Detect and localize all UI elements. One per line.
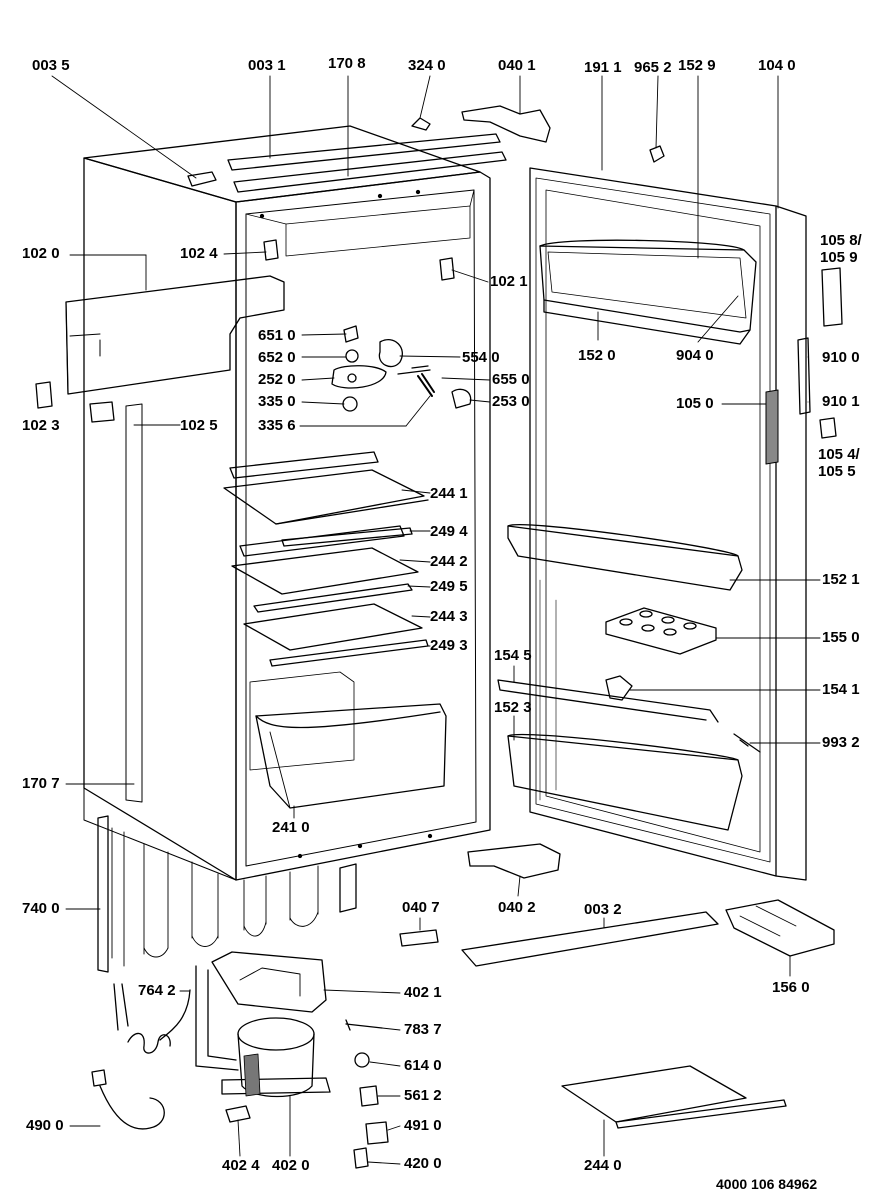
- door-balcony-152-1: [507, 524, 743, 591]
- part-label-105-8: 105 8/ 105 9: [820, 232, 862, 266]
- part-label-652-0: 652 0: [258, 349, 296, 366]
- thermostat-parts: [331, 325, 472, 412]
- part-label-170-7: 170 7: [22, 775, 60, 792]
- hinges: [399, 145, 843, 967]
- part-label-154-5: 154 5: [494, 647, 532, 664]
- part-label-249-5: 249 5: [430, 578, 468, 595]
- cover-102-0: [35, 239, 455, 423]
- part-label-335-0: 335 0: [258, 393, 296, 410]
- part-label-040-1: 040 1: [498, 57, 536, 74]
- part-label-402-1: 402 1: [404, 984, 442, 1001]
- part-label-003-5: 003 5: [32, 57, 70, 74]
- part-label-156-0: 156 0: [772, 979, 810, 996]
- part-label-105-4: 105 4/ 105 5: [818, 446, 860, 480]
- part-label-152-1: 152 1: [822, 571, 860, 588]
- part-label-105-0: 105 0: [676, 395, 714, 412]
- document-number: 4000 106 84962: [716, 1176, 818, 1192]
- cabinet: [83, 125, 491, 881]
- part-label-244-1: 244 1: [430, 485, 468, 502]
- part-label-155-0: 155 0: [822, 629, 860, 646]
- part-label-102-4: 102 4: [180, 245, 218, 262]
- part-label-561-2: 561 2: [404, 1087, 442, 1104]
- part-label-003-1: 003 1: [248, 57, 286, 74]
- part-label-764-2: 764 2: [138, 982, 176, 999]
- door-top-shelf: [539, 239, 757, 345]
- compressor-assembly: [91, 951, 389, 1169]
- part-label-102-0: 102 0: [22, 245, 60, 262]
- part-label-003-2: 003 2: [584, 901, 622, 918]
- part-label-040-7: 040 7: [402, 899, 440, 916]
- ice-tray: [725, 899, 835, 957]
- part-label-554-0: 554 0: [462, 349, 500, 366]
- part-label-491-0: 491 0: [404, 1117, 442, 1134]
- part-label-614-0: 614 0: [404, 1057, 442, 1074]
- part-label-910-0: 910 0: [822, 349, 860, 366]
- part-label-993-2: 993 2: [822, 734, 860, 751]
- part-label-740-0: 740 0: [22, 900, 60, 917]
- part-label-655-0: 655 0: [492, 371, 530, 388]
- part-label-249-4: 249 4: [430, 523, 468, 540]
- part-label-651-0: 651 0: [258, 327, 296, 344]
- part-label-490-0: 490 0: [26, 1117, 64, 1134]
- glass-shelves: [223, 451, 429, 667]
- part-label-244-3: 244 3: [430, 608, 468, 625]
- part-label-244-0: 244 0: [584, 1157, 622, 1174]
- crisper-drawer: [255, 703, 447, 809]
- part-label-191-1: 191 1: [584, 59, 622, 76]
- part-label-783-7: 783 7: [404, 1021, 442, 1038]
- bottom-glass: [561, 1065, 787, 1129]
- part-label-152-3: 152 3: [494, 699, 532, 716]
- part-label-102-5: 102 5: [180, 417, 218, 434]
- part-label-402-0: 402 0: [272, 1157, 310, 1174]
- part-label-152-0: 152 0: [578, 347, 616, 364]
- part-label-152-9: 152 9: [678, 57, 716, 74]
- part-label-904-0: 904 0: [676, 347, 714, 364]
- part-label-170-8: 170 8: [328, 55, 366, 72]
- leader-lines: [51, 75, 821, 1165]
- part-label-104-0: 104 0: [758, 57, 796, 74]
- egg-tray: [605, 607, 717, 655]
- part-label-241-0: 241 0: [272, 819, 310, 836]
- condenser: [97, 815, 357, 973]
- part-label-244-2: 244 2: [430, 553, 468, 570]
- part-label-910-1: 910 1: [822, 393, 860, 410]
- part-label-253-0: 253 0: [492, 393, 530, 410]
- part-label-420-0: 420 0: [404, 1155, 442, 1172]
- part-label-102-1: 102 1: [490, 273, 528, 290]
- part-label-252-0: 252 0: [258, 371, 296, 388]
- door: [529, 167, 807, 881]
- part-label-102-3: 102 3: [22, 417, 60, 434]
- part-label-335-6: 335 6: [258, 417, 296, 434]
- part-label-249-3: 249 3: [430, 637, 468, 654]
- door-balcony-152-3: [507, 733, 743, 831]
- part-label-154-1: 154 1: [822, 681, 860, 698]
- part-label-965-2: 965 2: [634, 59, 672, 76]
- part-label-040-2: 040 2: [498, 899, 536, 916]
- top-parts: [187, 105, 551, 193]
- bottle-retainer: [497, 675, 761, 753]
- part-label-402-4: 402 4: [222, 1157, 260, 1174]
- part-label-324-0: 324 0: [408, 57, 446, 74]
